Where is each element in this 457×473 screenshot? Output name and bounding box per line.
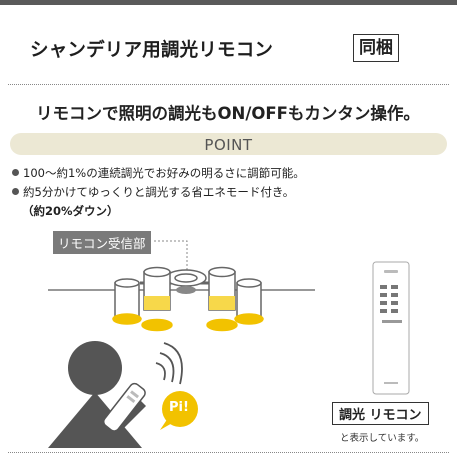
top-bar	[0, 0, 457, 5]
bullet-text: 約5分かけてゆっくりと調光する省エネモード付き。	[23, 185, 295, 199]
page-title: シャンデリア用調光リモコン	[30, 40, 274, 61]
point-bullet: 約5分かけてゆっくりと調光する省エネモード付き。	[12, 184, 294, 200]
wall-remote-icon	[372, 261, 410, 395]
included-badge: 同梱	[353, 34, 399, 62]
bullet-dot-icon	[12, 169, 19, 176]
leader-line	[154, 240, 188, 270]
signal-waves-icon	[155, 342, 183, 385]
beep-bubble	[160, 391, 198, 430]
bullet-text: 100～約1%の連続調光でお好みの明るさに調節可能。	[23, 166, 305, 180]
chandelier-icon	[112, 266, 264, 332]
handheld-remote-icon	[102, 382, 146, 432]
beep-text: Pi!	[169, 400, 189, 415]
bullet-dot-icon	[12, 188, 19, 195]
receiver-label: リモコン受信部	[53, 231, 151, 254]
point-band	[10, 133, 447, 155]
point-bullet: 100～約1%の連続調光でお好みの明るさに調節可能。	[12, 165, 305, 181]
remote-caption-note: と表示しています。	[340, 433, 425, 444]
point-label: POINT	[204, 136, 253, 154]
divider	[8, 452, 449, 453]
divider	[8, 84, 449, 85]
subtitle: リモコンで照明の調光もON/OFFもカンタン操作。	[36, 104, 420, 123]
saving-note: （約20%ダウン）	[22, 204, 119, 218]
remote-caption: 調光 リモコン	[332, 402, 429, 425]
person-icon	[48, 341, 146, 448]
